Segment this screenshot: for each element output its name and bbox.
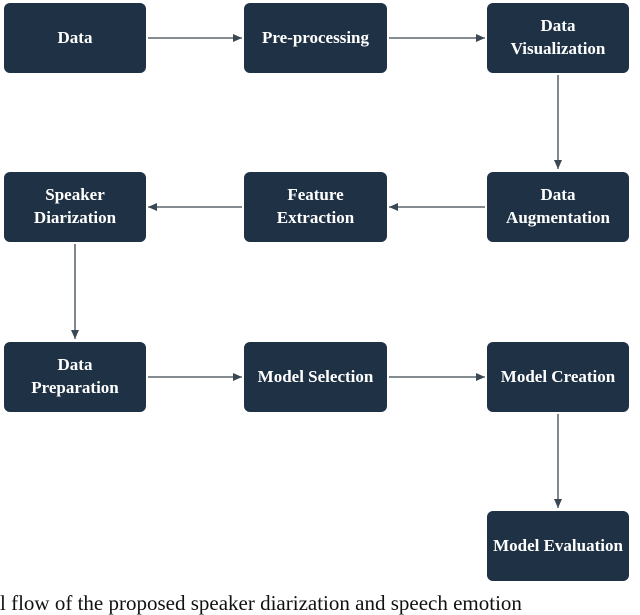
node-data-augmentation: Data Augmentation: [487, 172, 629, 242]
node-data-preparation: Data Preparation: [4, 342, 146, 412]
node-model-selection: Model Selection: [244, 342, 387, 412]
figure-caption: l flow of the proposed speaker diarizati…: [0, 592, 522, 615]
node-data: Data: [4, 3, 146, 73]
node-model-evaluation: Model Evaluation: [487, 511, 629, 581]
node-speaker-diarization: Speaker Diarization: [4, 172, 146, 242]
node-data-visualization: Data Visualization: [487, 3, 629, 73]
node-feature-extraction: Feature Extraction: [244, 172, 387, 242]
node-model-creation: Model Creation: [487, 342, 629, 412]
node-pre-processing: Pre-processing: [244, 3, 387, 73]
flowchart-edges: [71, 34, 562, 508]
